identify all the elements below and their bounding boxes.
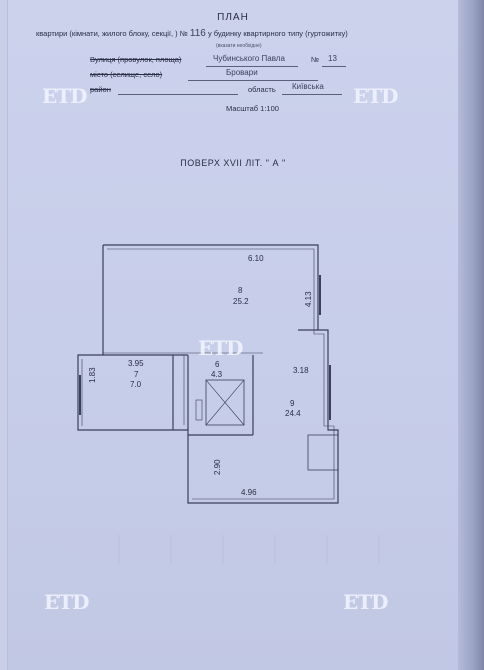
note-text: (вказати необхідне): [216, 43, 262, 49]
page-edge: [458, 0, 484, 670]
city-value: Бровари: [226, 68, 258, 77]
room6-area: 4.3: [211, 370, 223, 379]
region-label: область: [248, 85, 276, 94]
watermark-logo: ЕТD: [44, 590, 89, 614]
building-type-label: у будинку квартирного типу (гуртожитку): [207, 29, 348, 38]
floor-plan: 6.10 8 25.2 4.13 3.95 7 7.0 1.83 6 4.3 3…: [77, 244, 339, 504]
apartment-label: квартири (кімнати, жилого блоку, секції,…: [36, 29, 188, 38]
watermark-logo: ЕТD: [343, 590, 388, 614]
document-sheet: ПЛАН квартири (кімнати, жилого блоку, се…: [8, 0, 458, 670]
street-value: Чубинського Павла: [213, 54, 285, 63]
street-underline: [206, 66, 298, 67]
room7-number: 7: [134, 370, 139, 379]
street-label: Вулиця (провулок, площа): [90, 55, 182, 64]
house-underline: [322, 66, 346, 67]
watermark-logo: ЕТD: [198, 336, 243, 360]
room9-area: 24.4: [285, 409, 301, 418]
district-label: район: [90, 85, 111, 94]
dim-bottom-left: 2.90: [213, 459, 222, 475]
scale-label: Масштаб 1:100: [226, 104, 279, 113]
district-underline: [118, 94, 238, 95]
city-label: місто (селище, село): [90, 70, 163, 79]
region-value: Київська: [292, 82, 324, 91]
apartment-number: 116: [189, 28, 206, 39]
faded-table: [68, 535, 398, 565]
room8-number: 8: [238, 286, 243, 295]
city-underline: [188, 80, 318, 81]
dim-right-top: 4.13: [304, 291, 313, 307]
floor-label: ПОВЕРХ XVII ЛІТ. " А ": [180, 158, 286, 168]
watermark-logo: ЕТD: [42, 84, 87, 108]
dim-left-room: 3.95: [128, 359, 144, 368]
dim-left-side: 1.83: [88, 367, 97, 383]
room7-area: 7.0: [130, 380, 142, 389]
header-line-1: квартири (кімнати, жилого блоку, секції,…: [36, 28, 348, 39]
room8-area: 25.2: [233, 297, 249, 306]
house-label: №: [311, 55, 320, 64]
dim-bottom: 4.96: [241, 488, 257, 497]
room9-number: 9: [290, 399, 295, 408]
region-underline: [282, 94, 342, 95]
dim-top: 6.10: [248, 254, 264, 263]
dim-mid-right: 3.18: [293, 366, 309, 375]
house-value: 13: [328, 54, 337, 63]
room6-number: 6: [215, 360, 220, 369]
plan-title: ПЛАН: [217, 12, 249, 23]
watermark-logo: ЕТD: [353, 84, 398, 108]
